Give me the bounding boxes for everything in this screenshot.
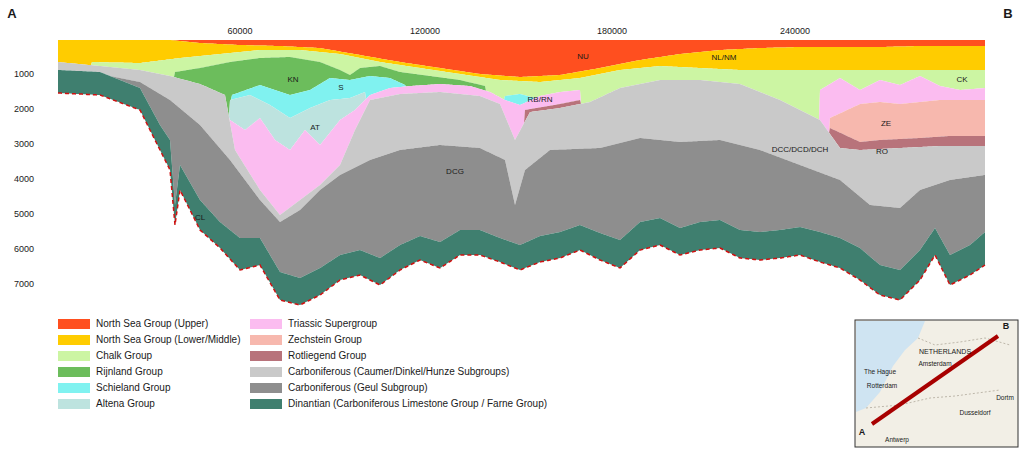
- legend-row: North Sea Group (Upper): [58, 318, 208, 330]
- legend-row: Altena Group: [58, 398, 155, 410]
- map-label: Rotterdam: [867, 382, 897, 389]
- axis-tick: 180000: [597, 27, 627, 37]
- legend-swatch: [58, 351, 90, 361]
- legend-swatch: [250, 383, 282, 393]
- legend-row: Dinantian (Carboniferous Limestone Group…: [250, 398, 547, 410]
- sea: [856, 321, 925, 412]
- legend-swatch: [58, 319, 90, 329]
- legend-text: Rotliegend Group: [288, 350, 366, 362]
- legend-text: Zechstein Group: [288, 334, 362, 346]
- legend-row: Chalk Group: [58, 350, 152, 362]
- legend-row: Schieland Group: [58, 382, 171, 394]
- base-line: [58, 93, 985, 305]
- depth-tick: 2000: [14, 105, 34, 115]
- map-label: Dusseldorf: [959, 409, 990, 416]
- legend-row: Carboniferous (Geul Subgroup): [250, 382, 428, 394]
- legend-swatch: [58, 367, 90, 377]
- rock-layers: [58, 40, 985, 305]
- legend-text: Rijnland Group: [96, 366, 163, 378]
- rock-layer: [58, 70, 985, 305]
- legend-text: Chalk Group: [96, 350, 152, 362]
- unit-label: RO: [876, 148, 888, 157]
- legend-swatch: [250, 399, 282, 409]
- legend-row: Rotliegend Group: [250, 350, 366, 362]
- map-label: Dortm: [996, 394, 1014, 401]
- legend-text: Carboniferous (Caumer/Dinkel/Hunze Subgr…: [288, 366, 509, 378]
- legend-row: Carboniferous (Caumer/Dinkel/Hunze Subgr…: [250, 366, 509, 378]
- map-label: The Hague: [864, 368, 896, 375]
- depth-tick: 6000: [14, 245, 34, 255]
- legend-text: Triassic Supergroup: [288, 318, 377, 330]
- map-label: NETHERLANDS: [919, 348, 971, 356]
- unit-label: DCC/DCD/DCH: [772, 146, 828, 155]
- legend-swatch: [58, 383, 90, 393]
- depth-tick: 5000: [14, 210, 34, 220]
- depth-tick: 7000: [14, 280, 34, 290]
- unit-label: NU: [577, 53, 589, 62]
- map-label: A: [859, 428, 866, 438]
- unit-label: KN: [287, 76, 298, 85]
- unit-label: NL/NM: [712, 54, 737, 63]
- axis-tick: 240000: [780, 27, 810, 37]
- unit-label: CK: [956, 76, 967, 85]
- legend-swatch: [250, 367, 282, 377]
- legend-row: Rijnland Group: [58, 366, 163, 378]
- unit-label: AT: [310, 124, 320, 133]
- legend-row: Triassic Supergroup: [250, 318, 377, 330]
- legend-row: Zechstein Group: [250, 334, 362, 346]
- border: [866, 390, 1000, 408]
- legend-swatch: [250, 335, 282, 345]
- section-end: A: [7, 7, 16, 21]
- legend-row: North Sea Group (Lower/Middle): [58, 334, 241, 346]
- map-label: Amsterdam: [918, 360, 951, 367]
- unit-label: RB/RN: [528, 96, 553, 105]
- depth-tick: 3000: [14, 140, 34, 150]
- legend-text: Dinantian (Carboniferous Limestone Group…: [288, 398, 547, 410]
- location-map: [855, 320, 1018, 447]
- legend-swatch: [58, 335, 90, 345]
- unit-label: CL: [195, 214, 205, 223]
- legend-swatch: [250, 351, 282, 361]
- section-end: B: [1003, 7, 1012, 21]
- map-label: Antwerp: [885, 436, 909, 443]
- legend-text: Schieland Group: [96, 382, 171, 394]
- legend-swatch: [250, 319, 282, 329]
- section-line: [872, 336, 998, 424]
- unit-label: S: [338, 84, 343, 93]
- depth-tick: 4000: [14, 175, 34, 185]
- axis-tick: 120000: [410, 27, 440, 37]
- axis-tick: 60000: [227, 27, 252, 37]
- map-frame: [855, 320, 1018, 447]
- unit-label: DCG: [446, 168, 464, 177]
- unit-label: ZE: [881, 120, 891, 129]
- legend-text: Carboniferous (Geul Subgroup): [288, 382, 428, 394]
- legend-text: North Sea Group (Upper): [96, 318, 208, 330]
- map-label: B: [1003, 322, 1010, 332]
- legend-swatch: [58, 399, 90, 409]
- depth-tick: 1000: [14, 70, 34, 80]
- legend-text: Altena Group: [96, 398, 155, 410]
- legend-text: North Sea Group (Lower/Middle): [96, 334, 241, 346]
